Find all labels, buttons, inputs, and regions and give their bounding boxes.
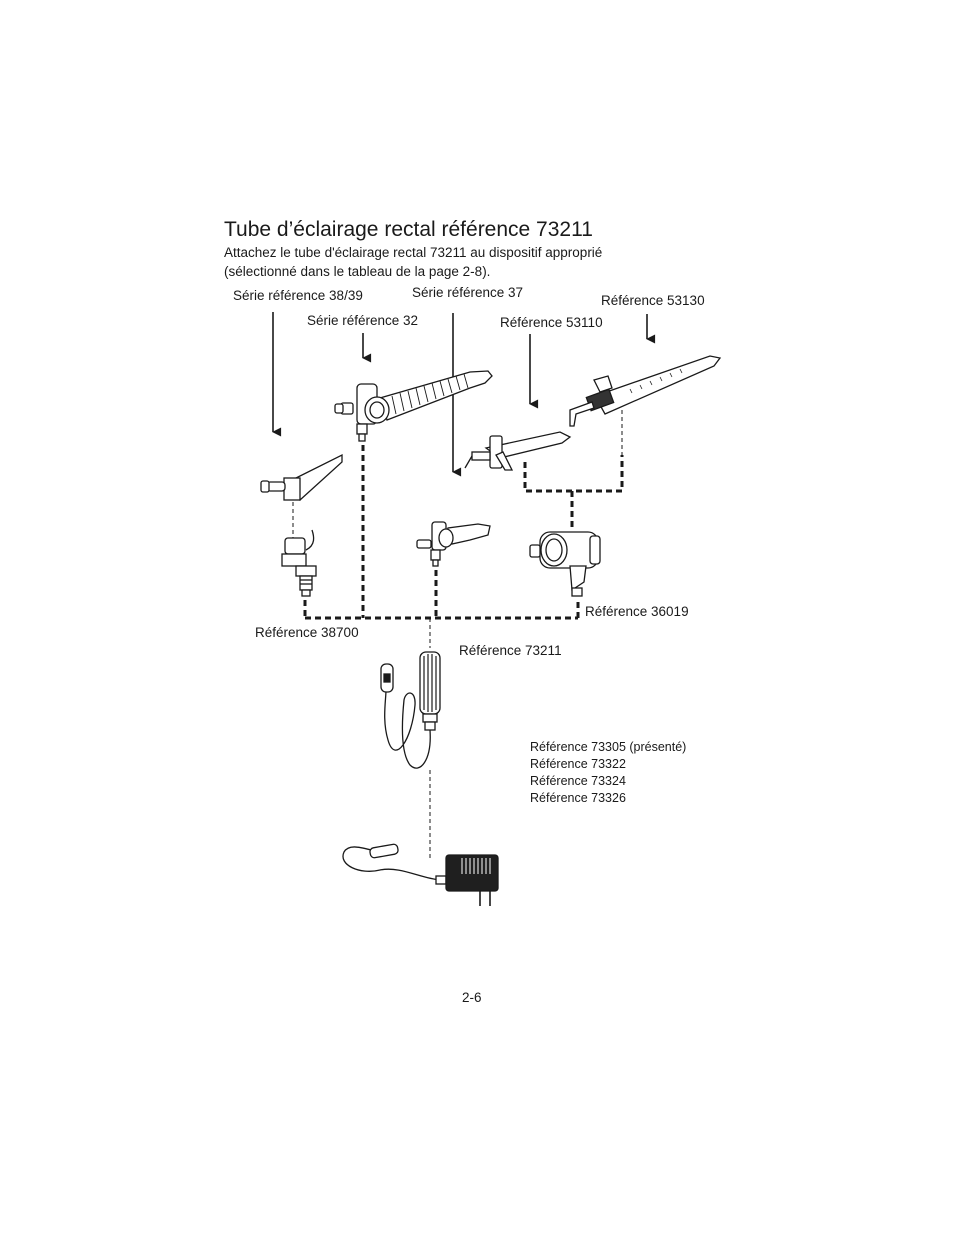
label-ref-53130: Référence 53130 [601, 293, 705, 308]
handle-reference-list: Référence 73305 (présenté) Référence 733… [530, 739, 686, 807]
intro-line-1: Attachez le tube d'éclairage rectal 7321… [224, 245, 603, 260]
otoscope-head-38-39 [260, 453, 343, 501]
page-number: 2-6 [462, 990, 482, 1005]
intro-line-2: (sélectionné dans le tableau de la page … [224, 264, 491, 279]
label-serie-37: Série référence 37 [412, 285, 524, 300]
label-ref-73211: Référence 73211 [459, 643, 562, 658]
wall-transformer [342, 843, 499, 906]
handle-73305 [380, 651, 441, 769]
handle-ref-item: Référence 73322 [530, 757, 626, 771]
label-ref-53110: Référence 53110 [500, 315, 603, 330]
connection-lines-heavy [303, 445, 624, 620]
intro-text: Attachez le tube d'éclairage rectal 7321… [224, 243, 694, 281]
adapter-38700 [281, 529, 317, 597]
instrument-series-37 [416, 521, 491, 567]
label-ref-36019: Référence 36019 [585, 604, 689, 619]
speculum-53110 [464, 431, 572, 471]
label-serie-32: Série référence 32 [307, 313, 419, 328]
handle-ref-item: Référence 73324 [530, 774, 626, 788]
instrument-series-32 [334, 370, 493, 442]
illuminator-36019 [529, 531, 601, 597]
label-serie-38-39: Série référence 38/39 [233, 288, 363, 303]
label-ref-38700: Référence 38700 [255, 625, 359, 640]
handle-ref-item: Référence 73326 [530, 791, 626, 805]
page-title: Tube d’éclairage rectal référence 73211 [224, 218, 593, 241]
connection-lines-thin [292, 410, 623, 858]
speculum-53130 [569, 355, 722, 427]
pointer-arrows [272, 312, 656, 477]
handle-ref-item: Référence 73305 (présenté) [530, 740, 687, 754]
